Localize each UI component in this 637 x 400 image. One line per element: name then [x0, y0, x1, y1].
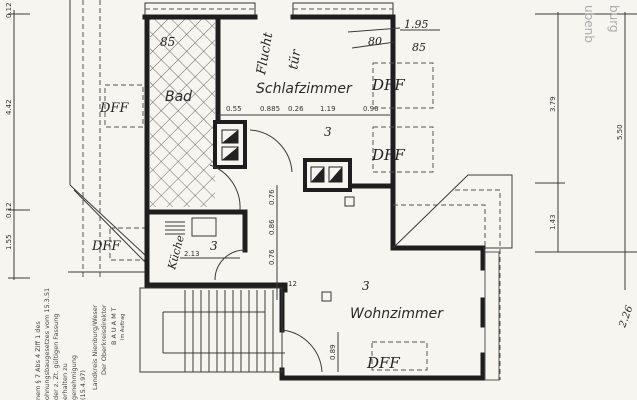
- dim-right-2: 1.43: [549, 214, 557, 230]
- stamp-line-4: erhalten zu: [61, 363, 69, 400]
- dim-right-1: 3.79: [549, 96, 557, 112]
- dim-left-1: 0.12: [5, 2, 13, 18]
- dff-note-5: DFF: [366, 354, 400, 372]
- dim-kitchen: 2.13: [184, 250, 200, 258]
- room-label-bedroom: Schlafzimmer: [256, 81, 353, 97]
- approval-stamp: nem § 7 Abs 4 Ziff 1 des ohnungsbaugeset…: [34, 288, 126, 400]
- kitchen: Küche 2.13: [165, 217, 240, 272]
- dim-vertical-2: 0.86: [268, 219, 276, 235]
- margin-text-2: burg: [607, 5, 621, 33]
- dim-door: 0.89: [329, 344, 337, 360]
- dim-bedroom-5: 0.90: [363, 105, 379, 113]
- room-label-living: Wohnzimmer: [350, 306, 444, 322]
- stamp-line-6: (15.4.97): [79, 370, 87, 400]
- stamp-line-2: ohnungsbaugesetzes vom 15.3.51: [43, 288, 51, 400]
- dim-left-2: 4.42: [5, 99, 13, 115]
- dim-vertical-1: 0.76: [268, 189, 276, 205]
- stamp-signature-note: Im Auftrag: [120, 314, 126, 340]
- margin-text-1: ubenb: [582, 5, 596, 43]
- dim-bedroom-2: 0.885: [260, 105, 280, 113]
- room-mark-bedroom: 3: [324, 125, 332, 139]
- dim-left-4: 1.55: [5, 234, 13, 250]
- room-mark-kitchen: 3: [210, 239, 218, 253]
- chimney-2: [303, 158, 352, 192]
- stamp-line-1: nem § 7 Abs 4 Ziff 1 des: [34, 321, 42, 400]
- room-label-bath: Bad: [165, 89, 192, 105]
- dff-note-2: DFF: [371, 146, 405, 164]
- dim-small-12: 12: [288, 280, 297, 288]
- handwritten-dim-80: 80: [368, 35, 382, 48]
- dim-left-3: 0.12: [5, 202, 13, 218]
- escape-door-note-1: Flucht: [254, 31, 276, 77]
- stamp-department: BAUAMT: [110, 305, 118, 345]
- dim-bedroom-3: 0.26: [288, 105, 304, 113]
- dim-bedroom-4: 1.19: [320, 105, 336, 113]
- room-mark-living: 3: [362, 279, 370, 293]
- chimney-1: [213, 120, 247, 169]
- bedroom-dimension-row: 0.55 0.885 0.26 1.19 0.90: [218, 105, 390, 116]
- handwritten-dim-195: 1.95: [404, 18, 429, 31]
- dim-bedroom-1: 0.55: [226, 105, 242, 113]
- dff-note-4: DFF: [91, 239, 121, 254]
- stamp-line-3: der z. Zt. gültigen Fassung: [52, 313, 60, 400]
- escape-door-note-2: tür: [286, 48, 304, 71]
- dim-lower-right: 2.26: [617, 304, 636, 330]
- bathroom: Bad 85: [150, 17, 215, 207]
- dim-right-outer: 5.50: [616, 124, 624, 140]
- stamp-authority: Landkreis Nienburg/Weser: [91, 304, 99, 390]
- dff-note-3: DFF: [99, 101, 129, 116]
- bath-dim-85: 85: [160, 35, 175, 49]
- dff-note-1: DFF: [371, 76, 405, 94]
- dim-vertical-3: 0.76: [268, 249, 276, 265]
- stamp-line-5: genehmigung: [70, 355, 78, 400]
- handwritten-dim-85: 85: [412, 41, 426, 54]
- stamp-office: Der Oberkreisdirektor: [100, 304, 108, 375]
- left-dimension-chain: 0.12 4.42 0.12 1.55: [5, 2, 30, 280]
- staircase: [139, 287, 285, 373]
